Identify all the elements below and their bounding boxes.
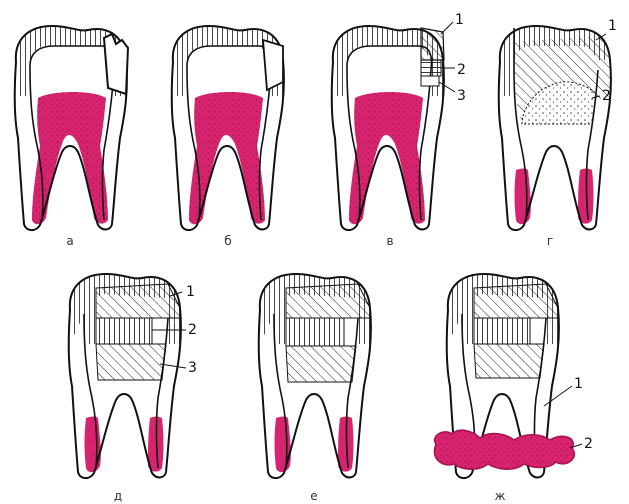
caption-b: б [224, 234, 231, 248]
label-e-2: 2 [188, 322, 197, 338]
filling-layer-1 [96, 284, 180, 318]
label-g-2: 2 [584, 436, 593, 452]
filling-layer-2 [286, 318, 344, 346]
label-d-2: 2 [602, 88, 611, 104]
filling-layer-3 [286, 346, 356, 382]
panel-f [259, 274, 371, 478]
filling-layer-3 [96, 344, 166, 380]
panel-g: 12 [434, 274, 593, 478]
label-g-1: 1 [574, 376, 583, 392]
filling-layer-1 [474, 284, 558, 318]
label-c-3: 3 [457, 88, 466, 104]
enamel-line [30, 46, 115, 70]
filling-layer-3 [474, 344, 544, 378]
prepared-cavity [263, 40, 283, 90]
carious-cavity [104, 34, 128, 94]
caption-e: д [114, 489, 122, 503]
panel-e: 1 2 3 [69, 274, 197, 478]
filling-layer-2 [96, 318, 152, 344]
enamel-line [187, 46, 272, 70]
filling-layer-1 [286, 284, 370, 318]
panel-b [172, 26, 284, 230]
leader-line [441, 22, 453, 34]
panel-c: 1 2 3 [332, 12, 466, 230]
label-d-1: 1 [608, 18, 617, 34]
filling-layer-3 [421, 76, 439, 86]
label-c-1: 1 [455, 12, 464, 28]
caption-f: е [310, 489, 317, 503]
caption-a: а [66, 234, 73, 248]
filling-layer-2 [421, 60, 441, 76]
periapical-lesion [434, 430, 574, 469]
filling-layer-2 [474, 318, 530, 344]
caption-c: в [386, 234, 393, 248]
label-e-3: 3 [188, 360, 197, 376]
caption-g: ж [495, 489, 506, 503]
caption-d: г [547, 234, 553, 248]
label-e-1: 1 [186, 284, 195, 300]
label-c-2: 2 [457, 62, 466, 78]
panel-a [15, 26, 128, 230]
filling-layer-1 [421, 28, 444, 60]
enamel-line [347, 46, 432, 70]
panel-d: 12 [499, 18, 617, 230]
